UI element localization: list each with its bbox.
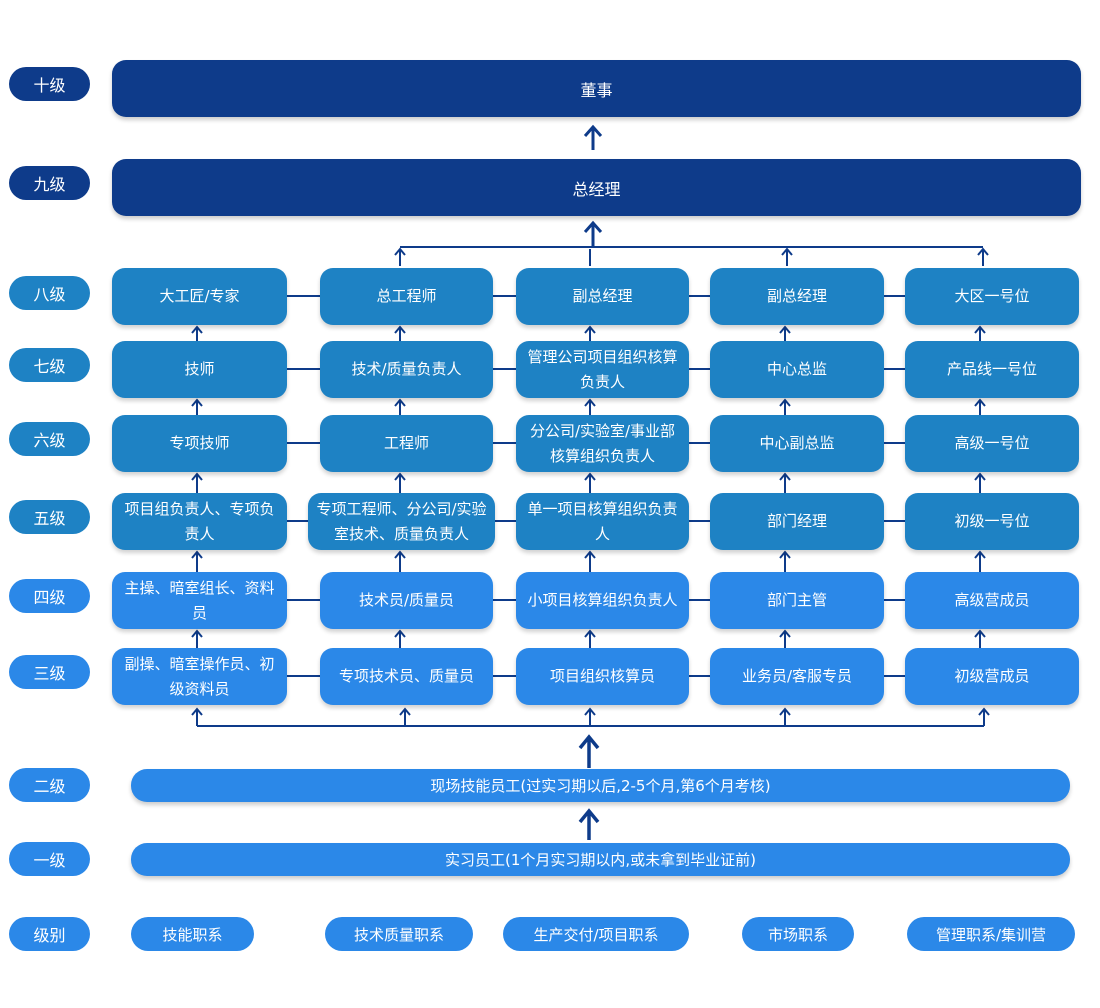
up-arrow	[394, 325, 406, 341]
up-arrow	[191, 398, 203, 415]
up-arrow	[974, 550, 986, 572]
general-manager-box: 总经理	[112, 159, 1081, 216]
l6-market-box: 中心副总监	[710, 415, 884, 472]
level-label-header: 级别	[9, 917, 90, 951]
category-delivery-project: 生产交付/项目职系	[503, 917, 689, 951]
level-label-9: 九级	[9, 166, 90, 200]
up-arrow	[974, 629, 986, 648]
l8-management-box: 大区一号位	[905, 268, 1079, 325]
l6-tech-box: 工程师	[320, 415, 493, 472]
up-arrow	[974, 472, 986, 493]
l3-tech-box: 专项技术员、质量员	[320, 648, 493, 705]
level-label-2: 二级	[9, 768, 90, 802]
l6-delivery-box: 分公司/实验室/事业部核算组织负责人	[516, 415, 689, 472]
level-label-4: 四级	[9, 579, 90, 613]
l8-skill-box: 大工匠/专家	[112, 268, 287, 325]
l6-skill-box: 专项技师	[112, 415, 287, 472]
l3-skill-box: 副操、暗室操作员、初级资料员	[112, 648, 287, 705]
up-arrow	[191, 472, 203, 493]
l7-skill-box: 技师	[112, 341, 287, 398]
l7-delivery-box: 管理公司项目组织核算负责人	[516, 341, 689, 398]
l4-management-box: 高级营成员	[905, 572, 1079, 629]
l8-delivery-box: 副总经理	[516, 268, 689, 325]
l5-market-box: 部门经理	[710, 493, 884, 550]
l4-delivery-box: 小项目核算组织负责人	[516, 572, 689, 629]
level-label-5: 五级	[9, 500, 90, 534]
up-arrow	[584, 398, 596, 415]
up-arrow	[584, 325, 596, 341]
up-arrow	[394, 398, 406, 415]
up-arrow	[779, 325, 791, 341]
l4-tech-box: 技术员/质量员	[320, 572, 493, 629]
l5-skill-box: 项目组负责人、专项负责人	[112, 493, 287, 550]
level-label-8: 八级	[9, 276, 90, 310]
l5-management-box: 初级一号位	[905, 493, 1079, 550]
l8-tech-box: 总工程师	[320, 268, 493, 325]
up-arrow	[584, 472, 596, 493]
l3-market-box: 业务员/客服专员	[710, 648, 884, 705]
l4-skill-box: 主操、暗室组长、资料员	[112, 572, 287, 629]
l8-market-box: 副总经理	[710, 268, 884, 325]
level-label-1: 一级	[9, 842, 90, 876]
up-arrow	[394, 550, 406, 572]
up-arrow	[779, 629, 791, 648]
l4-market-box: 部门主管	[710, 572, 884, 629]
level-label-7: 七级	[9, 348, 90, 382]
level-label-6: 六级	[9, 422, 90, 456]
category-tech-quality: 技术质量职系	[325, 917, 473, 951]
level-label-10: 十级	[9, 67, 90, 101]
up-arrow	[779, 398, 791, 415]
up-arrow	[974, 325, 986, 341]
l3-delivery-box: 项目组织核算员	[516, 648, 689, 705]
l7-tech-box: 技术/质量负责人	[320, 341, 493, 398]
l5-tech-box: 专项工程师、分公司/实验室技术、质量负责人	[308, 493, 495, 550]
level1-intern-bar: 实习员工(1个月实习期以内,或未拿到毕业证前)	[131, 843, 1070, 876]
up-arrow	[191, 550, 203, 572]
up-arrow	[779, 550, 791, 572]
up-arrow	[584, 629, 596, 648]
l6-management-box: 高级一号位	[905, 415, 1079, 472]
up-arrow	[779, 472, 791, 493]
level-label-3: 三级	[9, 655, 90, 689]
up-arrow	[191, 629, 203, 648]
up-arrow	[394, 629, 406, 648]
l7-market-box: 中心总监	[710, 341, 884, 398]
category-market: 市场职系	[742, 917, 854, 951]
l7-management-box: 产品线一号位	[905, 341, 1079, 398]
director-box: 董事	[112, 60, 1081, 117]
level2-staff-bar: 现场技能员工(过实习期以后,2-5个月,第6个月考核)	[131, 769, 1070, 802]
category-management: 管理职系/集训营	[907, 917, 1075, 951]
l3-management-box: 初级营成员	[905, 648, 1079, 705]
category-skill: 技能职系	[131, 917, 254, 951]
up-arrow	[584, 550, 596, 572]
up-arrow	[191, 325, 203, 341]
l5-delivery-box: 单一项目核算组织负责人	[516, 493, 689, 550]
up-arrow	[394, 472, 406, 493]
up-arrow	[974, 398, 986, 415]
